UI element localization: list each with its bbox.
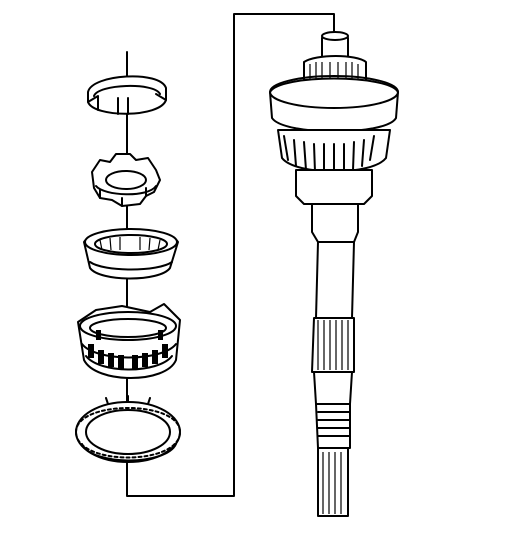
bearing-rollers [88,330,168,369]
roller-bearing [77,303,181,379]
snap-ring [87,75,167,115]
input-shaft-assembly [269,31,399,517]
synchronizer-blocker-ring [75,395,181,463]
bearing-cup [83,228,179,280]
bearing-retaining-nut [91,153,161,207]
